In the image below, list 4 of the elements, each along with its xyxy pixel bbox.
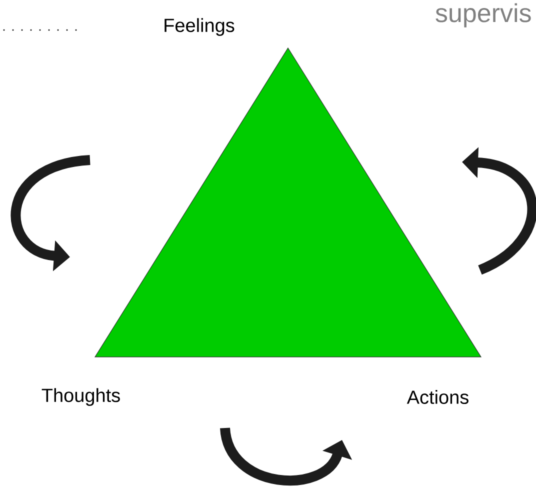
- corner-label: Actions: [406, 390, 468, 404]
- corner-label: Thoughts: [42, 388, 120, 406]
- heading-fragment: supervis: [436, 3, 531, 28]
- corner-label: Feelings: [164, 18, 234, 36]
